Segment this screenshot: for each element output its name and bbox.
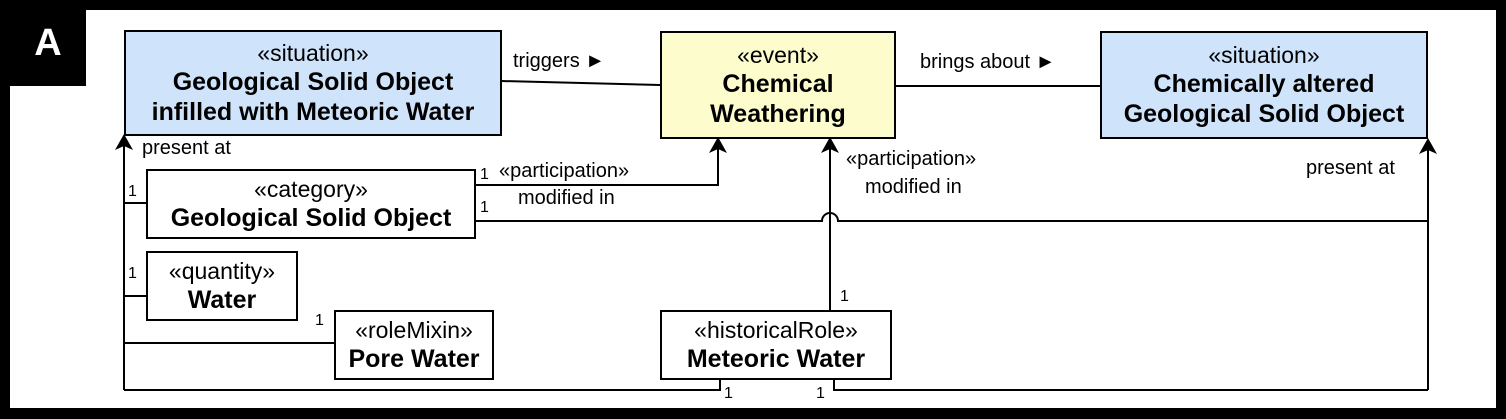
mult-category-right-top: 1 (480, 166, 489, 183)
mult-meteoric-bottom-right: 1 (816, 385, 825, 402)
class-name-line1: Geological Solid Object (172, 67, 454, 96)
category-gso-box[interactable]: «category» Geological Solid Object (146, 169, 476, 239)
label-modified-in-left: modified in (518, 187, 615, 209)
label-modified-in-right: modified in (865, 176, 962, 198)
mult-quantity-left: 1 (128, 265, 137, 282)
label-participation-left: «participation» (499, 160, 630, 182)
class-name: Geological Solid Object (170, 203, 452, 232)
situation-infilled-box[interactable]: «situation» Geological Solid Object infi… (124, 30, 502, 136)
mult-rolemixin-top: 1 (315, 312, 324, 329)
mult-meteoric-bottom-left: 1 (724, 385, 733, 402)
label-present-at-right: present at (1306, 157, 1395, 179)
label-brings-about: brings about ► (920, 51, 1056, 73)
edge-category-participation (475, 137, 727, 186)
diagram-panel: A «situation» Geological Solid Object in… (10, 10, 1496, 408)
class-name: Meteoric Water (686, 344, 866, 373)
event-weathering-box[interactable]: «event» Chemical Weathering (660, 31, 896, 139)
class-name-line2: Weathering (710, 99, 846, 128)
situation-altered-box[interactable]: «situation» Chemically altered Geologica… (1100, 31, 1428, 139)
stereotype-label: «event» (737, 41, 819, 68)
historicalrole-meteoric-box[interactable]: «historicalRole» Meteoric Water (660, 310, 892, 380)
class-name-line1: Chemical (722, 69, 834, 98)
edge-meteoric-to-right-trunk (833, 380, 1428, 391)
class-name: Water (187, 285, 257, 314)
class-name: Pore Water (348, 344, 480, 373)
class-name-line2: infilled with Meteoric Water (151, 97, 475, 126)
panel-label: A (10, 10, 86, 86)
class-name-line2: Geological Solid Object (1123, 99, 1405, 128)
label-participation-right: «participation» (846, 148, 977, 170)
stereotype-label: «roleMixin» (355, 316, 473, 343)
mult-meteoric-top: 1 (840, 288, 849, 305)
class-name-line1: Chemically altered (1153, 69, 1375, 98)
label-present-at-left: present at (142, 137, 231, 159)
mult-category-right-bottom: 1 (480, 199, 489, 216)
edge-meteoric-to-left-trunk (124, 380, 721, 391)
stereotype-label: «historicalRole» (694, 316, 858, 343)
stereotype-label: «category» (254, 175, 368, 202)
mult-category-left: 1 (128, 183, 137, 200)
quantity-water-box[interactable]: «quantity» Water (146, 251, 298, 321)
edge-category-to-altered (475, 212, 1428, 222)
label-triggers: triggers ► (513, 50, 606, 72)
stereotype-label: «situation» (1208, 41, 1320, 68)
rolemixin-pore-box[interactable]: «roleMixin» Pore Water (334, 310, 494, 380)
connector-layer (115, 80, 1437, 391)
edge-triggers (500, 80, 661, 86)
stereotype-label: «quantity» (168, 257, 276, 284)
stereotype-label: «situation» (257, 39, 369, 66)
